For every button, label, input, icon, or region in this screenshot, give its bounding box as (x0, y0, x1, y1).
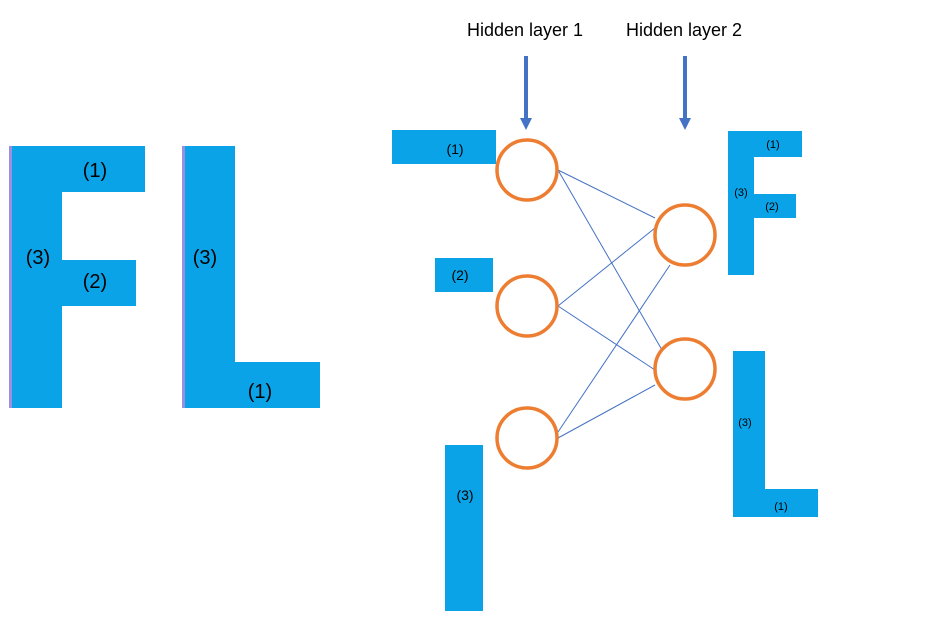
hidden-layer-1-label: Hidden layer 1 (467, 20, 583, 40)
hidden-layer-1-arrow (520, 56, 532, 130)
input-segment-3: (3) (445, 445, 483, 611)
connections (557, 169, 671, 439)
input-segment-1-label: (1) (446, 141, 463, 157)
connection-3-2 (557, 384, 656, 439)
input-segment-2-label: (2) (451, 267, 468, 283)
input-segment-1-bar (392, 130, 496, 164)
hidden-layer-2-neuron-2 (653, 337, 717, 401)
input-segment-2-bar (435, 258, 493, 292)
output-letter-f: (1) (3) (2) (728, 131, 802, 275)
letter-l-edge (182, 146, 185, 408)
input-segment-3-label: (3) (456, 487, 473, 503)
letter-l-label-3: (3) (193, 247, 217, 269)
letter-l-large: (3) (1) (182, 146, 320, 408)
output-l-bottom-bar (733, 489, 818, 517)
output-l-label-3: (3) (738, 417, 751, 429)
output-letter-l: (3) (1) (733, 351, 818, 517)
connection-1-2 (557, 169, 663, 351)
hidden-layer-1-neuron-1 (495, 138, 559, 202)
hidden-layer-2-neuron-1 (653, 203, 717, 267)
letter-f-label-3: (3) (26, 247, 50, 269)
hidden-layer-2-label: Hidden layer 2 (626, 20, 742, 40)
letter-f-middle-bar (12, 260, 136, 306)
letter-f-edge (9, 146, 12, 408)
output-f-middle-bar (728, 194, 796, 218)
connection-3-1 (557, 264, 671, 433)
input-segment-1: (1) (392, 130, 496, 164)
letter-f-large: (1) (3) (2) (9, 146, 145, 408)
output-f-label-2: (2) (765, 201, 778, 213)
connection-1-1 (557, 169, 656, 219)
output-f-label-1: (1) (766, 139, 779, 151)
connection-2-2 (557, 305, 656, 371)
connection-2-1 (557, 227, 656, 307)
letter-f-label-2: (2) (83, 271, 107, 293)
letter-l-bottom-bar (185, 362, 320, 408)
output-f-label-3: (3) (734, 187, 747, 199)
hidden-layer-1-neuron-2 (495, 274, 559, 338)
output-l-label-1: (1) (774, 501, 787, 513)
letter-f-label-1: (1) (83, 160, 107, 182)
input-segment-3-bar (445, 445, 483, 611)
input-segment-2: (2) (435, 258, 493, 292)
hidden-layer-2-arrow (679, 56, 691, 130)
letter-l-label-1: (1) (248, 381, 272, 403)
hidden-layer-1-neuron-3 (495, 406, 559, 470)
